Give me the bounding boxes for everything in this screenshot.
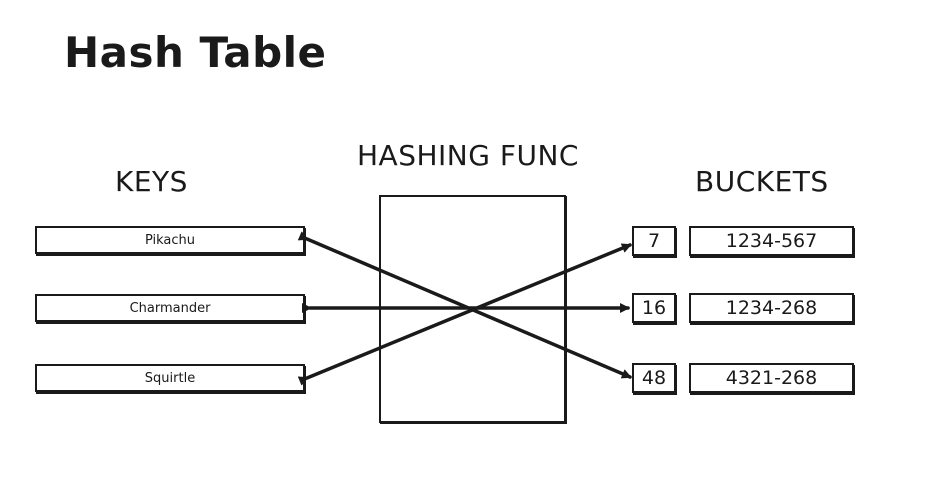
buckets-heading: BUCKETS <box>695 165 829 198</box>
key-box-charmander: Charmander <box>35 294 305 322</box>
key-box-squirtle: Squirtle <box>35 364 305 392</box>
bucket-index-16: 16 <box>632 293 676 323</box>
page-title: Hash Table <box>64 28 327 77</box>
hashing-function-box <box>379 195 566 423</box>
key-box-pikachu: Pikachu <box>35 226 305 254</box>
bucket-value-2: 1234-268 <box>689 293 854 323</box>
bucket-index-7: 7 <box>632 226 676 256</box>
bucket-value-1: 1234-567 <box>689 226 854 256</box>
keys-heading: KEYS <box>115 165 188 198</box>
bucket-index-48: 48 <box>632 363 676 393</box>
hashing-func-heading: HASHING FUNC <box>357 139 579 172</box>
bucket-value-3: 4321-268 <box>689 363 854 393</box>
